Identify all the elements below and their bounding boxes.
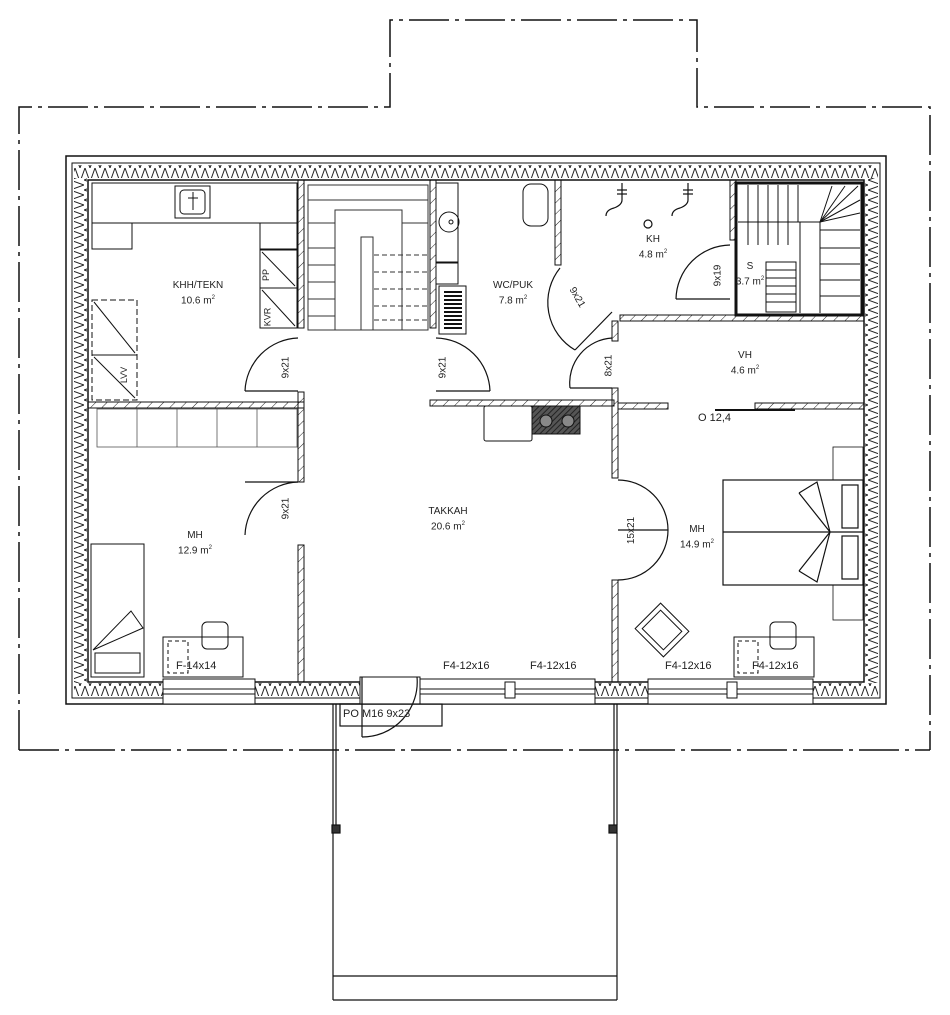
room-label-takkah: TAKKAH 20.6 m2 [418, 505, 478, 533]
room-name: KHH/TEKN [172, 280, 224, 291]
spiral-stairs [734, 181, 864, 317]
area-value: 7.8 m [498, 295, 524, 307]
room-area: 3.7 m2 [730, 273, 770, 288]
area-unit-sup: 2 [710, 539, 714, 545]
door-label-khh: 9x21 [280, 356, 292, 379]
room-area: 10.6 m2 [168, 292, 228, 307]
utility-fixtures [91, 182, 298, 401]
room-area: 4.6 m2 [720, 362, 770, 377]
closet-note: O 12,4 [698, 412, 732, 424]
room-area: 7.8 m2 [483, 292, 543, 307]
equipment-label-lvv: LVV [119, 366, 130, 384]
door-swings [244, 244, 731, 738]
shower-fixtures [605, 183, 693, 229]
area-value: 10.6 m [181, 295, 212, 307]
room-name: S [746, 261, 754, 272]
desk-mh1 [162, 621, 244, 678]
room-name: VH [738, 350, 752, 361]
door-label-wc: 9x21 [437, 356, 449, 379]
area-unit-sup: 2 [760, 276, 765, 282]
area-unit-sup: 2 [663, 249, 668, 255]
equipment-label-pp: PP [261, 268, 272, 282]
door-label-mh2: 15x21 [626, 516, 638, 545]
room-name: MH [689, 524, 705, 535]
area-unit-sup: 2 [523, 295, 528, 301]
windows [162, 676, 814, 705]
interior-walls [87, 179, 865, 683]
area-value: 20.6 m [431, 521, 462, 533]
room-label-vh: VH 4.6 m2 [720, 349, 770, 377]
area-unit-sup: 2 [461, 521, 465, 527]
room-name: WC/PUK [493, 280, 533, 291]
room-name: MH [187, 530, 203, 541]
door-label-s: 9x19 [712, 264, 724, 287]
window-label-4: F4-12x16 [665, 660, 712, 672]
area-value: 12.9 m [178, 545, 209, 557]
terrace [331, 703, 618, 1001]
room-label-kh: KH 4.8 m2 [628, 233, 678, 261]
wardrobe-cabinets [96, 408, 298, 448]
window-label-1: F-14x14 [176, 660, 217, 672]
room-label-mh1: MH 12.9 m2 [170, 529, 220, 557]
roof-outline [18, 19, 931, 751]
area-unit-sup: 2 [755, 365, 760, 371]
desk-mh2 [733, 621, 815, 678]
room-area: 20.6 m2 [418, 518, 478, 533]
double-bed [722, 446, 864, 621]
room-label-s: S 3.7 m2 [730, 260, 770, 288]
room-name: KH [646, 234, 660, 245]
area-value: 4.8 m [638, 249, 664, 261]
room-label-wc: WC/PUK 7.8 m2 [483, 279, 543, 307]
exterior-walls [65, 155, 887, 705]
area-value: 14.9 m [680, 539, 711, 551]
room-label-khh: KHH/TEKN 10.6 m2 [168, 279, 228, 307]
room-label-mh2: MH 14.9 m2 [672, 523, 722, 551]
room-name: TAKKAH [428, 506, 468, 517]
area-value: 4.6 m [730, 365, 756, 377]
window-label-2: F4-12x16 [443, 660, 490, 672]
door-label-vh: 8x21 [603, 354, 615, 377]
central-stairs [307, 184, 429, 331]
window-label-3: F4-12x16 [530, 660, 577, 672]
armchair [634, 602, 690, 658]
equipment-label-kvr: KVR [262, 307, 273, 327]
door-label-mh1: 9x21 [280, 497, 292, 520]
area-unit-sup: 2 [211, 295, 215, 301]
area-unit-sup: 2 [208, 545, 212, 551]
wc-fixtures [435, 182, 549, 335]
entry-door-label: PO M16 9x23 [343, 708, 411, 720]
room-area: 4.8 m2 [628, 246, 678, 261]
room-area: 14.9 m2 [672, 536, 722, 551]
single-bed [90, 543, 145, 678]
area-value: 3.7 m [735, 276, 761, 288]
window-label-5: F4-12x16 [752, 660, 799, 672]
counter [483, 405, 581, 442]
room-area: 12.9 m2 [170, 542, 220, 557]
